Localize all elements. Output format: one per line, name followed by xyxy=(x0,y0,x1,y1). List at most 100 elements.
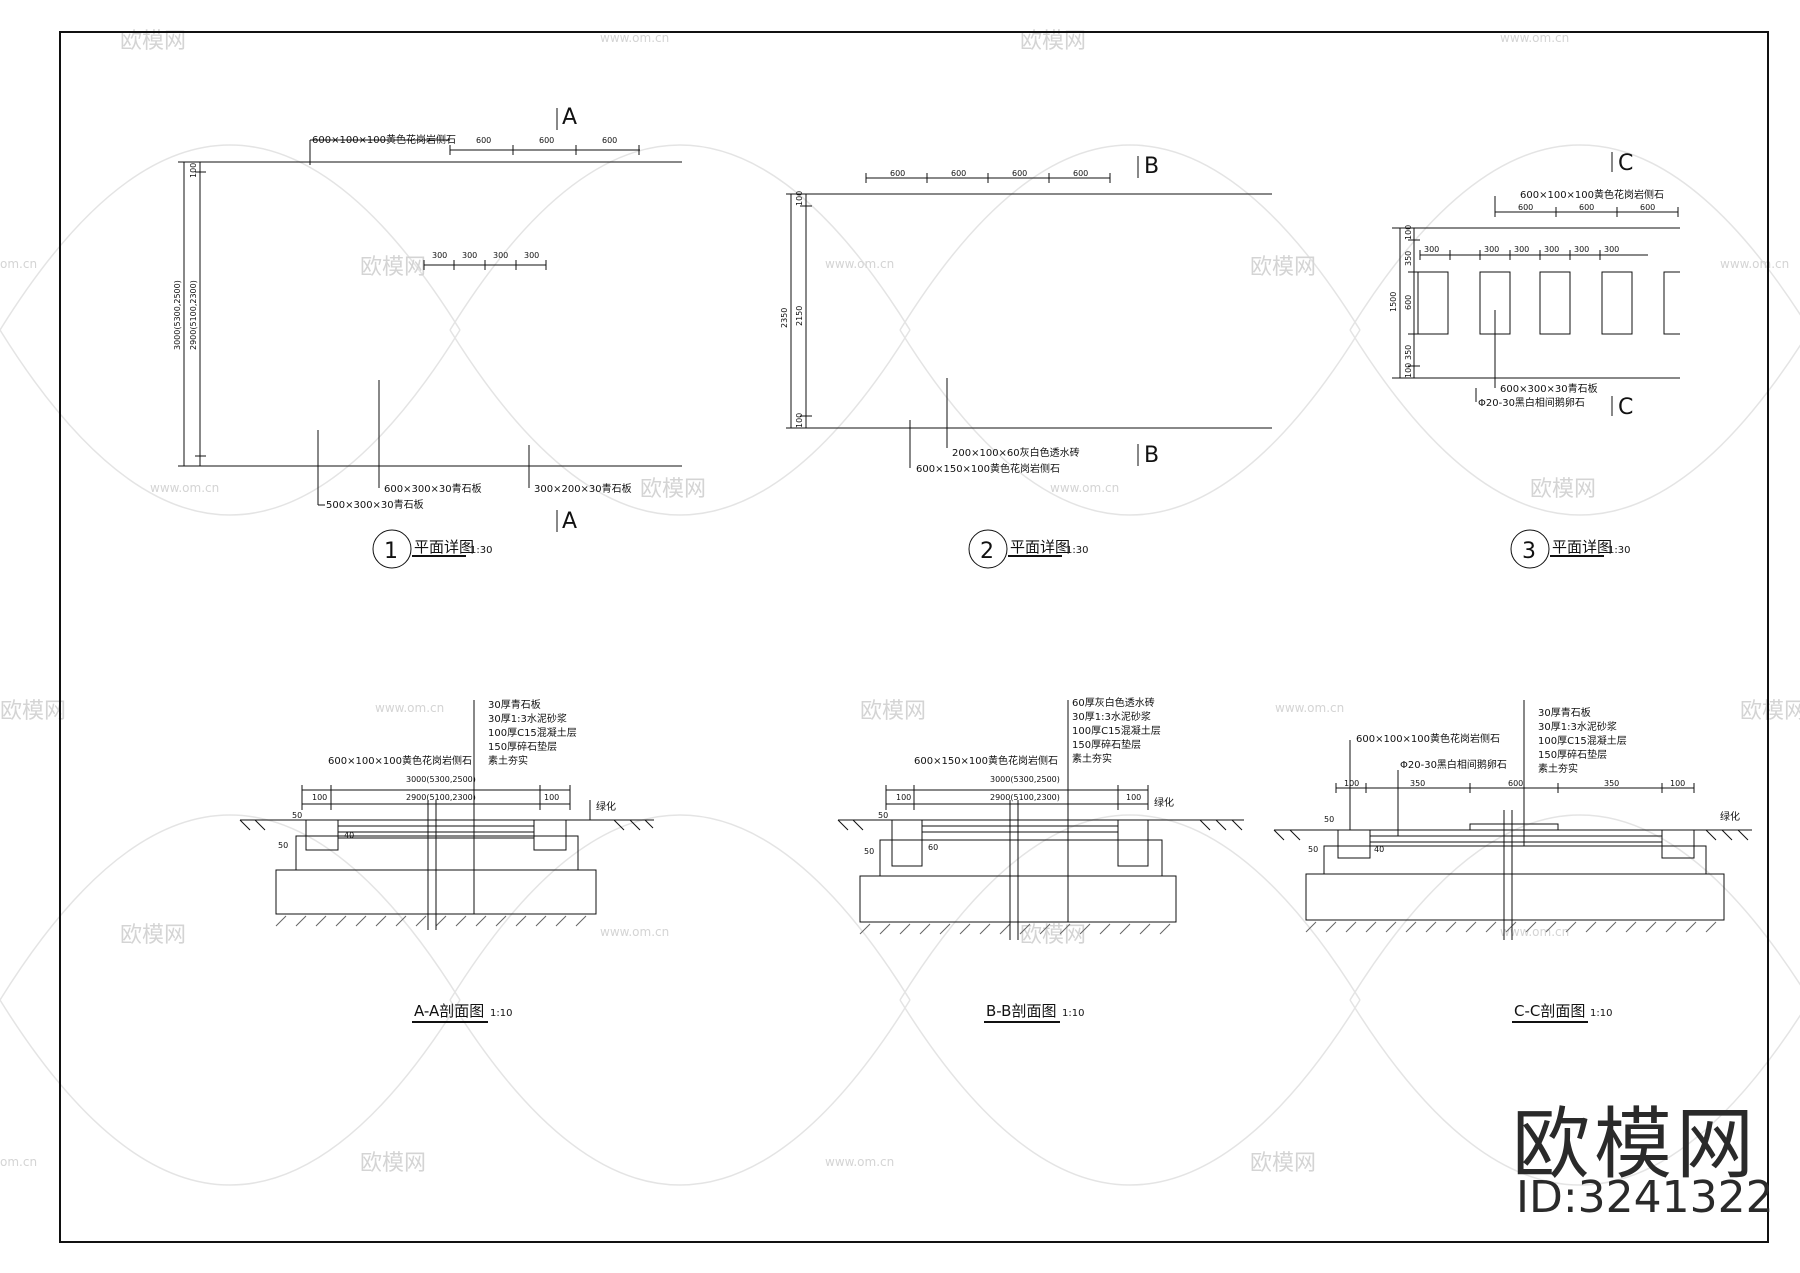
plan3-dim: 300 xyxy=(1424,245,1439,254)
plan2-title: 平面详图 xyxy=(1010,538,1070,556)
plan3-dim: 600 xyxy=(1640,203,1655,212)
plan-2 xyxy=(786,156,1272,569)
wm-site: www.om.cn xyxy=(825,257,894,271)
plan2-dim: 600 xyxy=(951,169,966,178)
dim-side: 50 xyxy=(1324,815,1334,824)
wm-brand: 欧模网 xyxy=(640,477,706,502)
layer-label: 30厚1:3水泥砂浆 xyxy=(1538,720,1617,733)
green-label: 绿化 xyxy=(1720,810,1740,823)
wm-site: www.om.cn xyxy=(1275,701,1344,715)
curb-label: 600×100×100黄色花岗岩侧石 xyxy=(328,754,472,767)
wm-site: www.om.cn xyxy=(600,925,669,939)
stone-slab xyxy=(1469,823,1559,831)
wm-site: www.om.cn xyxy=(600,31,669,45)
plan3-number: 3 xyxy=(1522,539,1536,564)
dim-end: 100 xyxy=(896,793,911,802)
plan3-dim: 300 xyxy=(1514,245,1529,254)
stepping-stone xyxy=(1539,271,1571,335)
curb-stone xyxy=(1117,819,1149,867)
section-aa xyxy=(239,700,654,930)
plan1-curb-label: 600×100×100黄色花岗岩侧石 xyxy=(312,133,456,146)
plan3-dim: 350 xyxy=(1404,345,1413,360)
stepping-stone xyxy=(1601,271,1633,335)
plan1-scale: 1:30 xyxy=(470,545,492,556)
plan-1-text: 600×100×100黄色花岗岩侧石 600 600 600 300 300 3… xyxy=(173,105,632,564)
plan3-dim: 300 xyxy=(1574,245,1589,254)
plan3-section-letter: C xyxy=(1618,151,1633,176)
section-title: A-A剖面图 xyxy=(414,1002,484,1020)
dim-side: 40 xyxy=(344,831,354,840)
layer-label: 100厚C15混凝土层 xyxy=(1538,734,1627,747)
wm-brand: 欧模网 xyxy=(1530,477,1596,502)
plan-3-text: 600×100×100黄色花岗岩侧石 600 600 600 300 300 3… xyxy=(1389,151,1664,564)
dim: 100 xyxy=(1670,779,1685,788)
plan3-curb-label: 600×100×100黄色花岗岩侧石 xyxy=(1520,188,1664,201)
plan1-dim: 600 xyxy=(539,136,554,145)
curb-label: 600×100×100黄色花岗岩侧石 xyxy=(1356,732,1500,745)
plan1-dim: 600 xyxy=(602,136,617,145)
dim-side: 40 xyxy=(1374,845,1384,854)
dim-side: 50 xyxy=(1308,845,1318,854)
plan1-dim: 300 xyxy=(493,251,508,260)
plan3-dim: 350 xyxy=(1404,251,1413,266)
plan1-number-circle xyxy=(372,529,412,569)
wm-brand: 欧模网 xyxy=(360,1151,426,1176)
wm-brand: 欧模网 xyxy=(360,255,426,280)
layer-label: 150厚碎石垫层 xyxy=(1072,738,1141,751)
wm-brand: 欧模网 xyxy=(1020,923,1086,948)
layer-label: 100厚C15混凝土层 xyxy=(488,726,577,739)
layer-label: 30厚1:3水泥砂浆 xyxy=(488,712,567,725)
green-label: 绿化 xyxy=(1154,796,1174,809)
plan1-dim-small: 100 xyxy=(189,163,198,178)
dim-side: 50 xyxy=(878,811,888,820)
curb-stone xyxy=(1661,829,1695,859)
plan-2-text: 600 600 600 600 2350 2150 100 100 B B 20… xyxy=(780,154,1159,564)
dim-side: 50 xyxy=(278,841,288,850)
plan-1 xyxy=(178,108,682,569)
plan2-section-letter: B xyxy=(1144,154,1159,179)
plan1-callout: 500×300×30青石板 xyxy=(326,498,424,511)
concrete-layer xyxy=(1323,845,1707,875)
layer-label: 30厚1:3水泥砂浆 xyxy=(1072,710,1151,723)
plan1-dim: 600 xyxy=(476,136,491,145)
plan2-callout: 600×150×100黄色花岗岩侧石 xyxy=(916,462,1060,475)
plan1-callout: 600×300×30青石板 xyxy=(384,482,482,495)
plan3-dim: 600 xyxy=(1404,295,1413,310)
layer-label: 30厚青石板 xyxy=(1538,706,1591,719)
section-title: B-B剖面图 xyxy=(986,1002,1056,1020)
dim: 600 xyxy=(1508,779,1523,788)
dim-end: 100 xyxy=(1126,793,1141,802)
sheet-border xyxy=(59,31,1769,1243)
plan3-scale: 1:30 xyxy=(1608,545,1630,556)
plan3-number-circle xyxy=(1510,529,1550,569)
plan1-title: 平面详图 xyxy=(414,538,474,556)
layer-label: 60厚灰白色透水砖 xyxy=(1072,696,1155,709)
plan2-dim-inner: 2150 xyxy=(795,306,804,326)
section-bb-text: 60厚灰白色透水砖 30厚1:3水泥砂浆 100厚C15混凝土层 150厚碎石垫… xyxy=(864,696,1174,1020)
dim: 100 xyxy=(1344,779,1359,788)
wm-site: om.cn xyxy=(0,1155,37,1169)
plan3-callout: 600×300×30青石板 xyxy=(1500,382,1598,395)
section-bb xyxy=(837,700,1244,940)
wm-site: www.om.cn xyxy=(1720,257,1789,271)
gravel-base xyxy=(1305,873,1725,921)
section-scale: 1:10 xyxy=(1590,1008,1612,1019)
section-scale: 1:10 xyxy=(1062,1008,1084,1019)
plan3-dim: 600 xyxy=(1518,203,1533,212)
layer-label: 素土夯实 xyxy=(1538,762,1578,775)
plan3-dim: 300 xyxy=(1484,245,1499,254)
curb-stone xyxy=(1337,829,1371,859)
stepping-stone xyxy=(1663,271,1680,335)
curb-label: 600×150×100黄色花岗岩侧石 xyxy=(914,754,1058,767)
plan1-number: 1 xyxy=(384,539,398,564)
plan1-dim: 300 xyxy=(462,251,477,260)
plan1-section-letter: A xyxy=(562,105,577,130)
plan2-dim: 600 xyxy=(1012,169,1027,178)
dim-outer: 3000(5300,2500) xyxy=(990,775,1060,784)
dim-end: 100 xyxy=(312,793,327,802)
layer-label: 30厚青石板 xyxy=(488,698,541,711)
plan1-dim: 300 xyxy=(432,251,447,260)
plan3-dim: 600 xyxy=(1579,203,1594,212)
brand-watermark: 欧模网 xyxy=(1512,1100,1759,1190)
